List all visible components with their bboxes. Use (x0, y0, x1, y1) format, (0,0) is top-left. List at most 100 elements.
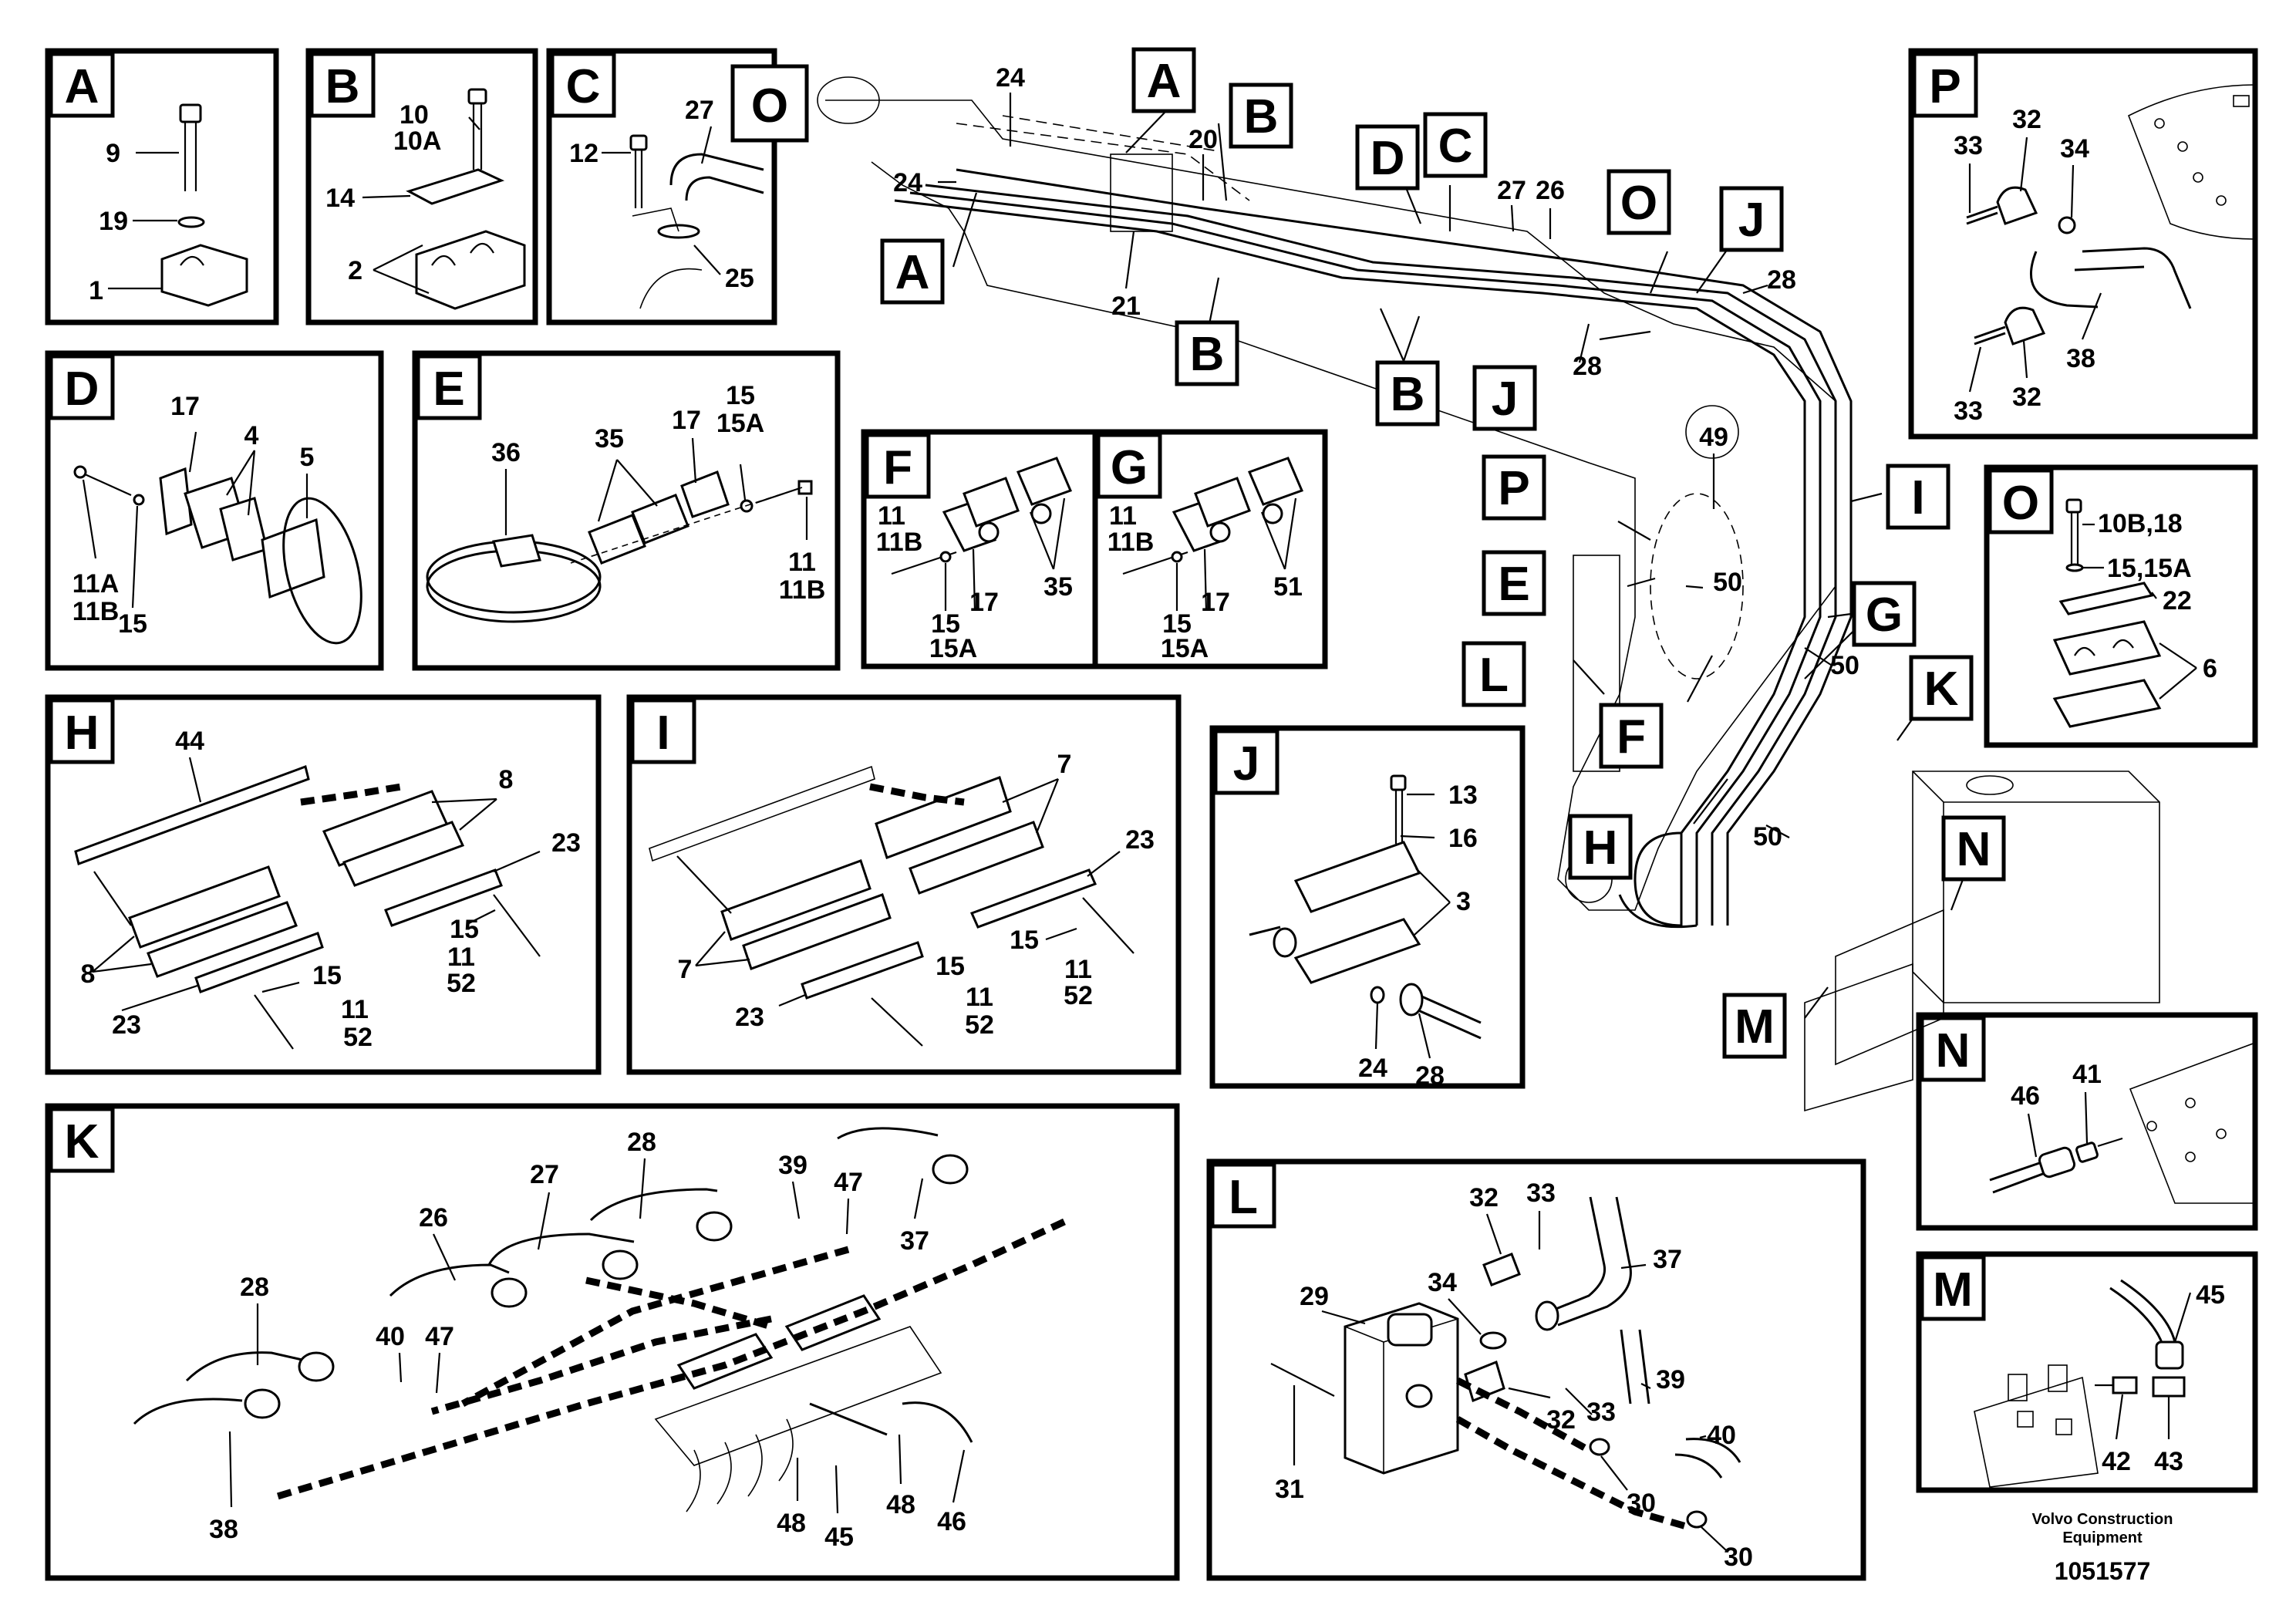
part-number: 28 (627, 1128, 656, 1157)
part-number: 32 (1469, 1183, 1499, 1212)
main-tag (1599, 703, 1664, 769)
panel-p-tag-label: P (1929, 60, 1961, 113)
part-number: 20 (1188, 125, 1218, 154)
valve-fittings-drawing (1974, 1279, 2186, 1488)
part-number: 21 (1111, 292, 1141, 321)
part-number: 22 (2163, 586, 2192, 615)
hose-routing-drawing (133, 1127, 1066, 1512)
panel-o: O 10B,18 15,15A 22 6 (1984, 464, 2258, 748)
part-number: 15 (1010, 926, 1039, 955)
part-number: 40 (1707, 1421, 1736, 1450)
main-tag-label: B (1190, 328, 1225, 381)
part-number: 11B (72, 597, 120, 626)
part-number: 11B (876, 528, 923, 557)
part-number: 41 (2072, 1060, 2102, 1089)
main-tag (1719, 186, 1784, 252)
part-number: 37 (1653, 1245, 1682, 1274)
panel-l-tag (1210, 1162, 1276, 1229)
part-number: 8 (499, 765, 514, 794)
part-number: 43 (2154, 1447, 2183, 1476)
main-tag-label: C (1438, 120, 1473, 173)
panel-c: C O 12 27 25 (546, 48, 809, 325)
panel-a-tag-label: A (65, 60, 99, 113)
part-number: 23 (1125, 825, 1155, 855)
valve-block-drawing (1270, 1196, 1741, 1531)
part-number: 28 (1767, 265, 1796, 295)
main-tag-label: J (1738, 194, 1765, 247)
panel-d-tag (49, 354, 115, 420)
clamp-set-drawing (1122, 457, 1304, 575)
main-tags: A A B B B C D O J J P E L F H I G (880, 47, 2006, 1059)
panel-n: N 46 41 (1916, 1012, 2258, 1231)
part-number: 33 (1586, 1398, 1616, 1427)
main-tag (1175, 320, 1239, 386)
part-number: 15A (929, 634, 977, 663)
panel-c-tag (550, 52, 616, 118)
main-tag (1423, 112, 1488, 178)
part-number: 45 (2196, 1280, 2225, 1310)
part-number: 33 (1954, 396, 1983, 426)
part-number: 31 (1275, 1475, 1304, 1504)
panel-m: M 45 42 43 (1916, 1251, 2258, 1493)
part-number: 16 (1448, 824, 1478, 853)
part-number: 45 (824, 1523, 854, 1552)
part-number: 40 (376, 1322, 405, 1351)
main-tag (1229, 83, 1293, 149)
part-number: 30 (1724, 1543, 1753, 1572)
main-tag (1941, 815, 2006, 882)
part-number: 38 (209, 1515, 238, 1544)
part-number: 37 (900, 1226, 929, 1256)
part-number: 52 (1064, 981, 1093, 1010)
part-number: 11 (447, 943, 475, 972)
panel-e-tag-label: E (433, 363, 464, 416)
main-tag-label: A (1147, 55, 1182, 108)
part-number: 25 (725, 264, 754, 293)
panel-j: J 13 16 3 24 28 (1209, 725, 1526, 1091)
part-number: 2 (348, 256, 362, 285)
strap-clamp-drawing (426, 470, 813, 623)
company-name: Volvo Construction (2032, 1511, 2173, 1528)
main-tag-label: F (1617, 710, 1646, 764)
part-number: 3 (1456, 887, 1471, 916)
part-number: 10A (393, 126, 441, 156)
tag-o (730, 64, 809, 143)
main-tag-label: K (1924, 663, 1959, 716)
main-tag-label: E (1498, 558, 1529, 611)
main-tag-label: M (1735, 1000, 1775, 1054)
part-number: 15A (1161, 634, 1209, 663)
main-tag-label: J (1492, 373, 1518, 426)
part-number: 44 (175, 727, 204, 756)
clamp-bar-drawing (74, 765, 541, 1050)
part-number: 11B (779, 575, 826, 605)
part-number: 17 (170, 392, 200, 421)
main-tag-label: A (895, 246, 930, 299)
main-tag-label: D (1371, 132, 1405, 185)
main-tag (1568, 814, 1633, 880)
part-number: 35 (595, 424, 624, 454)
part-number: 52 (343, 1023, 373, 1052)
part-number: 28 (1573, 352, 1602, 381)
part-number: 9 (106, 139, 120, 168)
part-number: 11 (878, 501, 905, 531)
part-number: 33 (1526, 1179, 1556, 1208)
part-number: 50 (1753, 822, 1782, 851)
main-tag (1852, 581, 1917, 647)
panel-k-tag-label: K (65, 1115, 99, 1168)
part-number: 10B,18 (2098, 509, 2183, 538)
part-number: 32 (2012, 105, 2041, 134)
main-tag-label: B (1391, 368, 1425, 421)
panel-i-tag-label: I (656, 706, 669, 760)
main-assembly (817, 76, 2160, 1112)
main-tag (1607, 169, 1671, 235)
panel-h-tag (49, 698, 115, 764)
main-tag (1375, 360, 1440, 427)
panel-p-tag (1912, 52, 1978, 118)
clamp-drawing (406, 88, 526, 310)
panel-h: H 44 8 23 15 11 52 8 23 15 1 (45, 694, 602, 1075)
part-number: 10 (400, 100, 429, 130)
fitting-drawing (629, 134, 764, 309)
part-number: 51 (1273, 572, 1303, 602)
part-number: 23 (112, 1010, 141, 1040)
tag-o-label: O (751, 79, 788, 133)
part-number: 24 (1358, 1054, 1387, 1083)
